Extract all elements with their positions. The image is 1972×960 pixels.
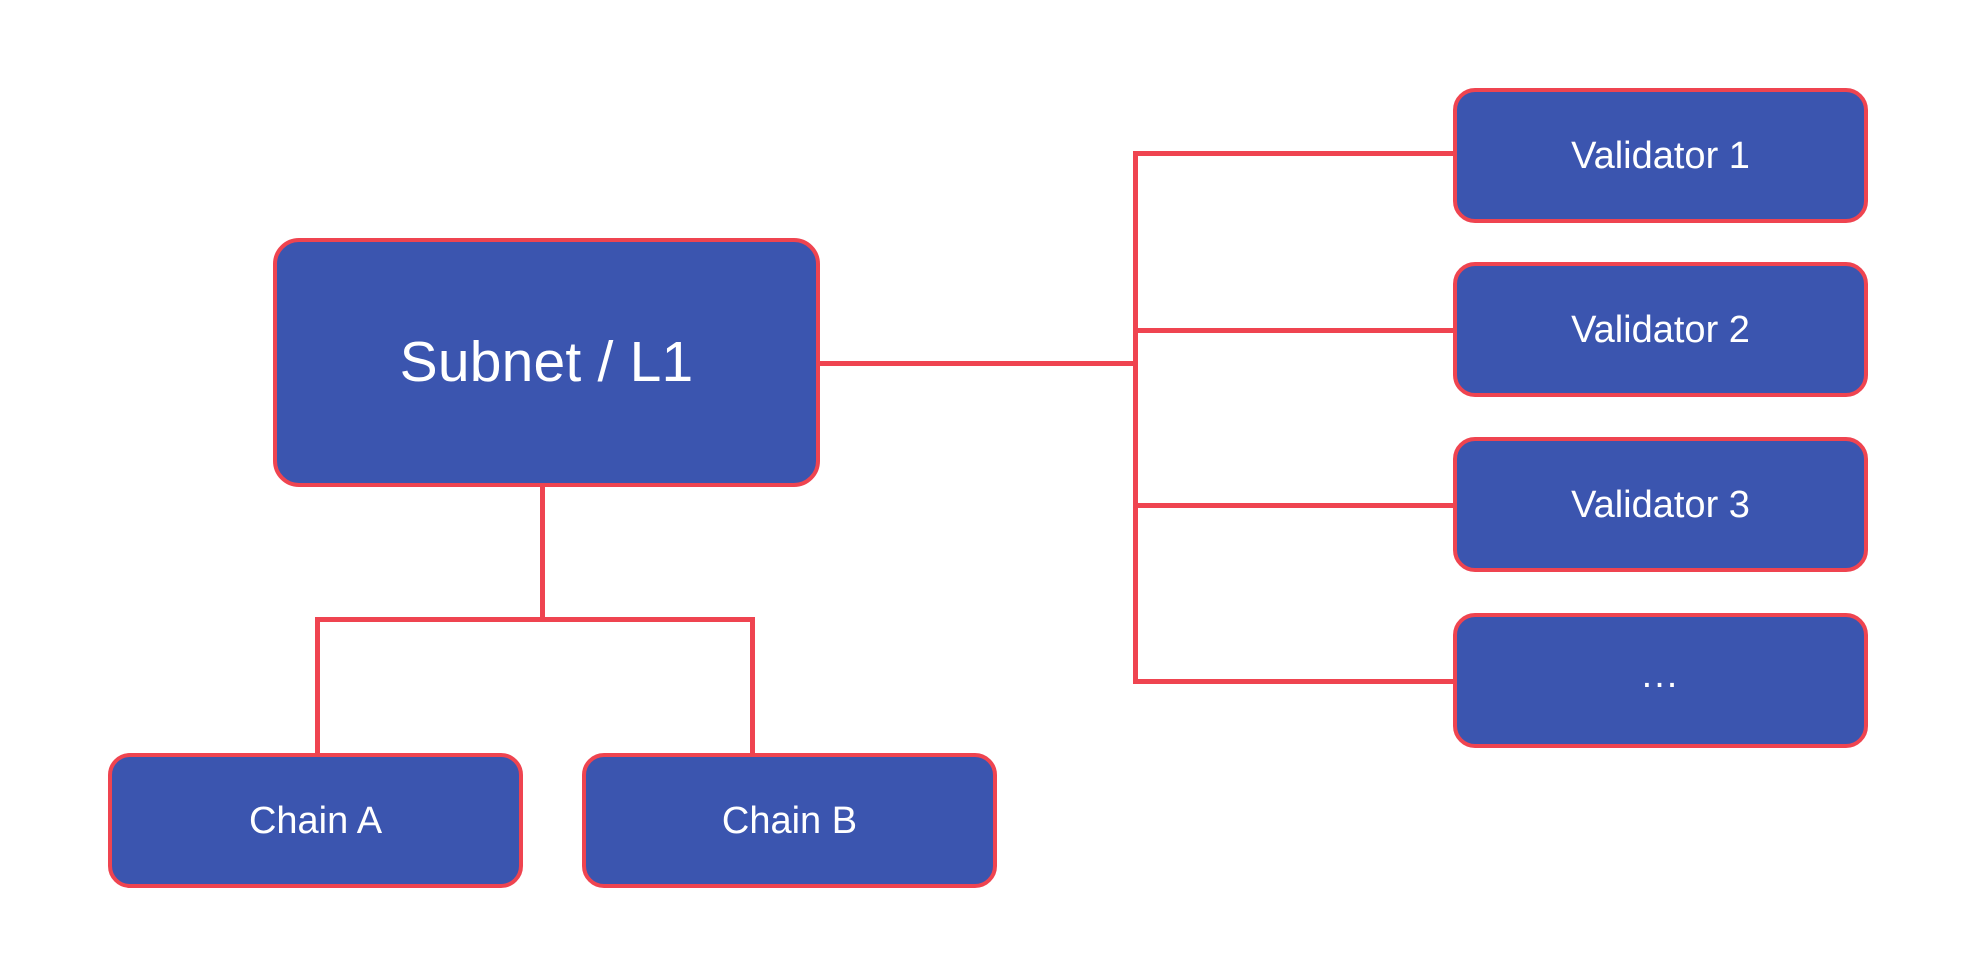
node-validator-1[interactable]: Validator 1 — [1453, 88, 1868, 223]
node-chain-a[interactable]: Chain A — [108, 753, 523, 888]
node-chain-b-label: Chain B — [721, 799, 858, 842]
edge-trunk-to-validator-2 — [1133, 328, 1458, 333]
edge-subnet-to-validator-trunk — [818, 361, 1138, 366]
edge-bus-to-chain-a — [315, 617, 320, 757]
node-validator-1-label: Validator 1 — [1571, 134, 1750, 177]
node-validator-ellipsis-label: ... — [1641, 653, 1680, 696]
node-subnet-l1[interactable]: Subnet / L1 — [273, 238, 820, 487]
edge-bus-to-chain-b — [750, 617, 755, 757]
edge-trunk-to-validator-1 — [1133, 151, 1458, 156]
node-validator-3[interactable]: Validator 3 — [1453, 437, 1868, 572]
node-validator-2-label: Validator 2 — [1571, 308, 1750, 351]
edge-trunk-to-validator-3 — [1133, 503, 1458, 508]
node-validator-ellipsis[interactable]: ... — [1453, 613, 1868, 748]
node-validator-3-label: Validator 3 — [1571, 483, 1750, 526]
edge-chain-bus — [315, 617, 755, 622]
node-chain-b[interactable]: Chain B — [582, 753, 997, 888]
node-chain-a-label: Chain A — [248, 799, 383, 842]
node-subnet-l1-label: Subnet / L1 — [399, 330, 694, 394]
edge-validator-trunk — [1133, 151, 1138, 683]
edge-subnet-stem — [540, 483, 545, 620]
edge-trunk-to-validator-more — [1133, 679, 1458, 684]
node-validator-2[interactable]: Validator 2 — [1453, 262, 1868, 397]
